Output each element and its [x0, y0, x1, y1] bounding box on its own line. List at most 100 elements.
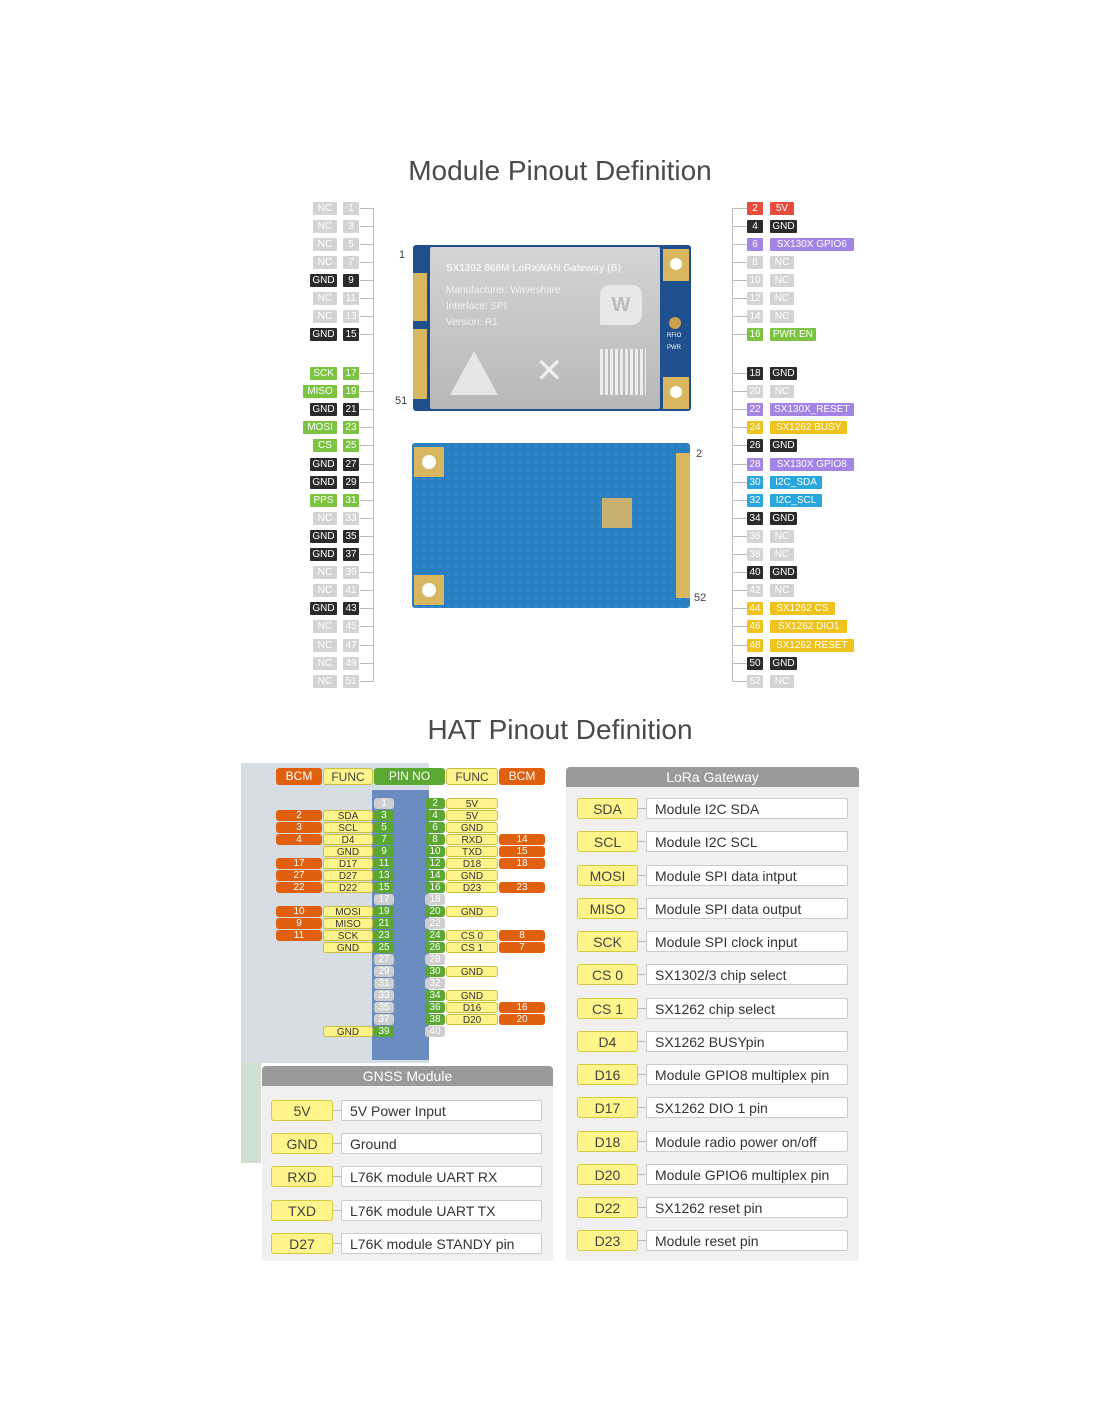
gold-fingers-top	[413, 273, 427, 321]
hat-pin-even: 40	[425, 1026, 445, 1037]
pin-lead-line	[732, 226, 747, 228]
hat-pin-odd: 31	[374, 978, 394, 989]
right-bracket-line	[732, 208, 733, 682]
left-pin-number: 43	[343, 602, 359, 616]
lora-key-label: SCK	[577, 931, 638, 952]
pin-lead-line	[732, 316, 747, 318]
pin-lead-line	[732, 517, 747, 519]
right-pin-number: 30	[747, 475, 763, 489]
pin-lead-line	[732, 481, 747, 483]
lora-key-label: SCL	[577, 831, 638, 853]
pin-lead-line	[732, 208, 747, 209]
pin-lead-line	[360, 262, 373, 264]
left-pin-number: 1	[343, 202, 359, 215]
connector-line	[333, 1176, 341, 1178]
pin-lead-line	[732, 280, 747, 282]
pin-lead-line	[732, 590, 747, 592]
left-pin-number: 31	[343, 493, 359, 507]
connector-line	[333, 1209, 341, 1211]
lora-description: SX1262 reset pin	[646, 1197, 848, 1218]
connector-line	[638, 974, 646, 976]
connector-line	[638, 1173, 646, 1175]
pin-lead-line	[360, 608, 373, 610]
right-pin-function: 5V	[770, 202, 794, 215]
connector-line	[638, 1207, 646, 1208]
right-pin-number: 36	[747, 529, 763, 543]
rf-connector-icon	[669, 317, 681, 329]
right-pin-number: 16	[747, 328, 763, 342]
pin-lead-line	[732, 373, 747, 374]
pin-lead-line	[360, 572, 373, 574]
right-pin-function: SX130X GPIO8	[770, 457, 854, 471]
left-pin-number: 27	[343, 457, 359, 471]
pin-lead-line	[360, 590, 373, 592]
pin-lead-line	[732, 608, 747, 610]
hat-pin-odd: 23	[374, 930, 394, 941]
hat-pin-odd: 27	[374, 954, 394, 965]
hat-func-left: GND	[323, 942, 373, 954]
left-pin-function: NC	[313, 638, 337, 652]
lora-key-label: SDA	[577, 798, 638, 819]
hat-pin-even: 26	[425, 942, 445, 953]
gnss-key-label: TXD	[271, 1199, 333, 1221]
left-pin-number: 3	[343, 220, 359, 234]
left-pin-function: CS	[313, 439, 337, 453]
lora-description: Module I2C SCL	[646, 831, 848, 853]
connector-line	[333, 1110, 341, 1111]
pin-lead-line	[732, 334, 747, 336]
right-pin-function: NC	[770, 584, 794, 598]
hat-func-right: D20	[446, 1014, 498, 1026]
hat-pin-even: 4	[425, 810, 445, 821]
right-pin-function: SX1262 CS	[770, 602, 835, 616]
lora-description: Module GPIO8 multiplex pin	[646, 1064, 848, 1085]
hat-bcm-left: 22	[276, 882, 322, 893]
gnss-description: L76K module UART RX	[341, 1166, 542, 1188]
gnss-key-label: 5V	[271, 1100, 333, 1121]
gold-fingers-bottom	[413, 329, 427, 399]
pin-2-label: 2	[696, 448, 703, 460]
hat-func-right: GND	[446, 990, 498, 1002]
pin-lead-line	[732, 445, 747, 447]
pin-lead-line	[732, 662, 747, 664]
left-pin-function: GND	[310, 457, 337, 471]
hat-bcm-left: 10	[276, 906, 322, 917]
module-version: Version: R1	[446, 317, 498, 328]
pin-lead-line	[360, 445, 373, 447]
hat-bcm-right: 7	[499, 942, 545, 953]
hat-pin-even: 20	[425, 906, 445, 917]
hat-pin-even: 38	[425, 1014, 445, 1025]
lora-panel-title: LoRa Gateway	[566, 767, 859, 787]
hat-func-left: D27	[323, 870, 373, 882]
hat-bcm-right: 14	[499, 834, 545, 845]
lora-key-label: D18	[577, 1130, 638, 1152]
lora-description: Module reset pin	[646, 1230, 848, 1252]
pin-lead-line	[732, 644, 747, 646]
hat-func-left: SCK	[323, 930, 373, 942]
gnss-key-label: GND	[271, 1133, 333, 1155]
hat-bcm-right: 8	[499, 930, 545, 941]
connector-line	[638, 1240, 646, 1242]
hat-func-left: GND	[323, 846, 373, 858]
lora-description: SX1262 chip select	[646, 997, 848, 1019]
hat-pin-odd: 1	[374, 798, 394, 809]
left-pin-number: 13	[343, 310, 359, 324]
lora-key-label: D16	[577, 1064, 638, 1085]
hat-func-right: D23	[446, 882, 498, 894]
left-pin-function: GND	[310, 529, 337, 543]
connector-line	[638, 1140, 646, 1142]
pin-lead-line	[360, 244, 373, 246]
right-pin-function: NC	[770, 274, 794, 288]
hat-pin-odd: 17	[374, 894, 394, 905]
right-pin-function: I2C_SCL	[770, 493, 823, 507]
hat-func-left: MOSI	[323, 906, 373, 918]
right-pin-function: NC	[770, 310, 794, 324]
lora-description: SX1302/3 chip select	[646, 964, 848, 986]
right-pin-number: 14	[747, 310, 763, 324]
pin-lead-line	[360, 409, 373, 411]
right-pin-function: GND	[770, 566, 797, 580]
right-pin-number: 18	[747, 367, 763, 380]
left-pin-number: 37	[343, 548, 359, 561]
lora-description: Module SPI data intput	[646, 864, 848, 886]
